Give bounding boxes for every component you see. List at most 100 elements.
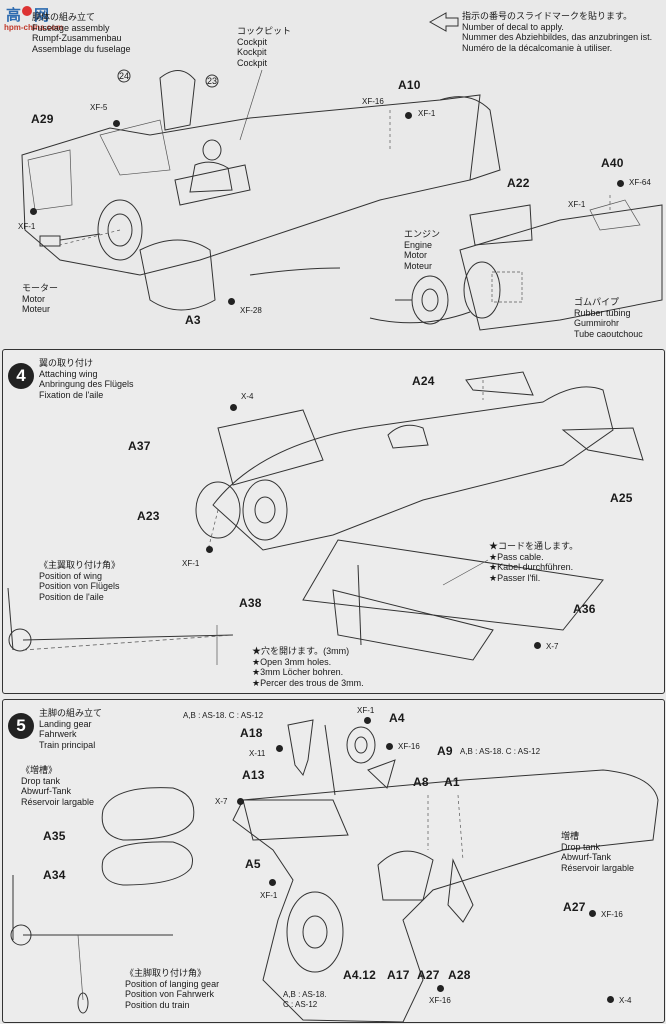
step4-title-en: Attaching wing [39, 368, 98, 379]
part-a1: A1 [444, 775, 460, 789]
decal-note-ja: 指示の番号のスライドマークを貼ります。 [462, 11, 633, 21]
cable-note-en: ★Pass cable. [489, 551, 544, 562]
paint-x11: X-11 [249, 749, 266, 758]
paint-xf1a: XF-1 [357, 706, 375, 715]
cable-note: ★コードを通します。 ★Pass cable. ★Kabel durchführ… [489, 541, 578, 583]
engine-de: Motor [404, 250, 428, 260]
cockpit-fr: Cockpit [237, 57, 268, 68]
decal-23: 23 [207, 76, 218, 86]
motor-en: Motor [22, 293, 46, 304]
paint-dot-icon [276, 745, 283, 752]
watermark-char-1: 高 [6, 7, 22, 24]
decal-note-fr: Numéro de la décalcomanie à utiliser. [462, 42, 613, 53]
step5-panel: 5 主脚の組み立て Landing gear Fahrwerk Train pr… [2, 699, 665, 1023]
wing-position-note: 《主翼取り付け角》 Position of wing Position von … [39, 560, 120, 602]
paint-x7: X-7 [546, 642, 559, 651]
paint-x7: X-7 [215, 797, 228, 806]
part-a29: A29 [31, 112, 54, 126]
paint-dot-icon [405, 112, 412, 119]
watermark-logo: 高 网 hpm-china.com [4, 4, 66, 38]
cockpit-ja: コックピット [237, 26, 292, 36]
paint-dot-icon [237, 798, 244, 805]
part-a27b: A27 [417, 968, 440, 982]
step3-drawing [21, 12, 663, 331]
step4-title: 翼の取り付け Attaching wing Anbringung des Flü… [39, 358, 134, 400]
engine-en: Engine [404, 239, 433, 250]
part-a23: A23 [137, 509, 160, 523]
engine-fr: Moteur [404, 260, 433, 271]
paint-xf5: XF-5 [90, 103, 108, 112]
holes-note: ★穴を開けます。(3mm) ★Open 3mm holes. ★3mm Löch… [252, 646, 364, 688]
paint-dot-icon [30, 208, 37, 215]
paint-dot-icon [269, 879, 276, 886]
holes-note-en: ★Open 3mm holes. [252, 656, 332, 667]
paint-xf28: XF-28 [240, 306, 262, 315]
step5-number: 5 [8, 713, 34, 739]
code-bot2: C : AS-12 [283, 1000, 318, 1009]
step4-drawing [7, 371, 644, 665]
part-a27: A27 [563, 900, 586, 914]
code-top: A,B : AS-18. C : AS-12 [183, 711, 264, 720]
cable-note-ja: ★コードを通します。 [489, 541, 579, 551]
paint-xf1b: XF-1 [18, 222, 36, 231]
step4-title-de: Anbringung des Flügels [39, 379, 134, 389]
watermark-url: hpm-china.com [4, 23, 64, 32]
drop-tank-ja: 《増槽》 [21, 765, 58, 775]
paint-dot-icon [589, 910, 596, 917]
step4-panel: 4 翼の取り付け Attaching wing Anbringung des F… [2, 349, 665, 694]
part-a37: A37 [128, 439, 151, 453]
rubber-label: ゴムパイプ Rubber tubing Gummirohr Tube caout… [574, 297, 643, 339]
part-a25: A25 [610, 491, 633, 505]
step5-title-fr: Train principal [39, 739, 96, 750]
paint-dot-icon [228, 298, 235, 305]
decal-note-en: Number of decal to apply. [462, 21, 564, 32]
step4-title-ja: 翼の取り付け [39, 358, 94, 368]
motor-label: モーター Motor Moteur [22, 283, 58, 315]
wing-position-ja: 《主翼取り付け角》 [39, 560, 121, 570]
part-a38: A38 [239, 596, 262, 610]
step3-title-fr: Assemblage du fuselage [32, 43, 131, 54]
part-a17: A17 [387, 968, 410, 982]
part-a36: A36 [573, 602, 596, 616]
paint-dot-icon [113, 120, 120, 127]
part-a18: A18 [240, 726, 263, 740]
paint-xf16: XF-16 [362, 97, 384, 106]
gear-position-fr: Position du train [125, 999, 190, 1010]
part-a22: A22 [507, 176, 530, 190]
paint-xf1: XF-1 [182, 559, 200, 568]
rubber-de: Gummirohr [574, 318, 620, 328]
cockpit-label: コックピット Cockpit Kockpit Cockpit [237, 26, 291, 68]
paint-xf1a: XF-1 [418, 109, 436, 118]
decal-note-de: Nummer des Abziehbildes, das anzubringen… [462, 32, 653, 42]
drop-tank2-de: Abwurf-Tank [561, 852, 612, 862]
gear-position-note: 《主脚取り付け角》 Position of langing gear Posit… [125, 968, 219, 1010]
step3-title-en: Fuselage assembly [32, 22, 110, 33]
wing-position-fr: Position de l'aile [39, 591, 104, 602]
part-a28: A28 [448, 968, 471, 982]
decal-24: 24 [119, 71, 130, 81]
drop-tank-note-2: 増槽 Drop tank Abwurf-Tank Réservoir larga… [561, 831, 634, 873]
paint-xf16a: XF-16 [398, 742, 420, 751]
part-a13: A13 [242, 768, 265, 782]
engine-ja: エンジン [404, 229, 441, 239]
step4-title-fr: Fixation de l'aile [39, 389, 104, 400]
gear-position-de: Position von Fahrwerk [125, 989, 215, 999]
paint-dot-icon [607, 996, 614, 1003]
motor-fr: Moteur [22, 304, 51, 314]
paint-xf16b: XF-16 [601, 910, 623, 919]
part-a4: A4 [389, 711, 405, 725]
part-a35: A35 [43, 829, 66, 843]
rubber-fr: Tube caoutchouc [574, 328, 643, 339]
part-a5: A5 [245, 857, 261, 871]
gear-position-ja: 《主脚取り付け角》 [125, 968, 207, 978]
cable-note-de: ★Kabel durchführen. [489, 562, 574, 572]
decal-arrow-icon [428, 12, 459, 32]
decal-note: 指示の番号のスライドマークを貼ります。 Number of decal to a… [462, 11, 652, 53]
drop-tank2-fr: Réservoir largable [561, 862, 635, 873]
paint-xf16c: XF-16 [429, 996, 451, 1005]
step5-title-en: Landing gear [39, 718, 92, 729]
motor-ja: モーター [22, 283, 59, 293]
drop-tank2-en: Drop tank [561, 841, 601, 852]
drop-tank2-ja: 増槽 [561, 831, 580, 841]
paint-dot-icon [437, 985, 444, 992]
